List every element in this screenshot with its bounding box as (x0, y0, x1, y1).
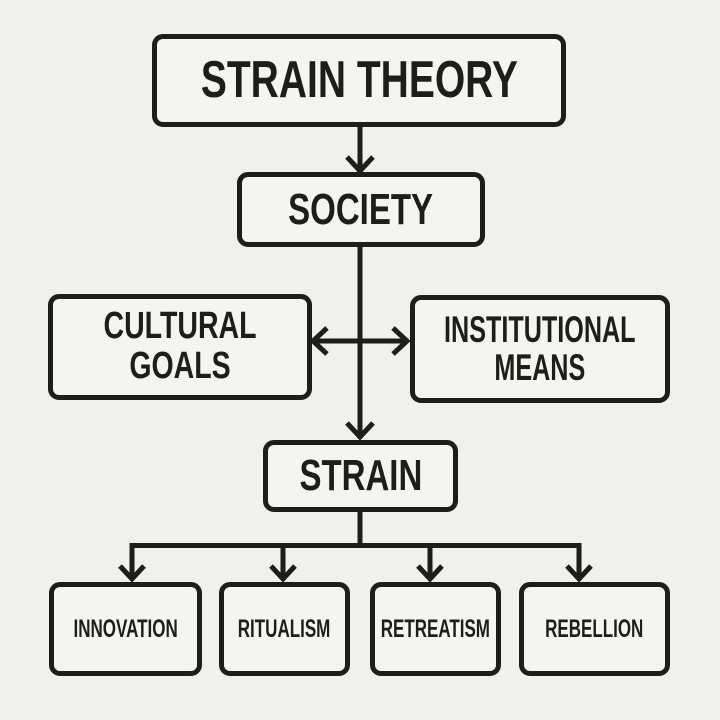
node-cultural-goals: CULTURAL GOALS (48, 294, 312, 400)
node-ritualism-label: RITUALISM (238, 615, 331, 643)
node-institutional-means: INSTITUTIONAL MEANS (410, 295, 670, 403)
node-institutional-means-line1: INSTITUTIONAL (444, 308, 636, 350)
node-innovation-label: INNOVATION (73, 615, 178, 643)
node-ritualism: RITUALISM (219, 582, 350, 676)
node-innovation: INNOVATION (49, 582, 202, 676)
node-strain-label: STRAIN (299, 451, 422, 501)
node-society-label: SOCIETY (288, 184, 434, 234)
double-arrow-icon-goals-means (309, 326, 411, 356)
node-rebellion: REBELLION (519, 582, 670, 676)
node-institutional-means-line2: MEANS (494, 347, 586, 388)
arrow-down-icon-society-to-strain (345, 245, 375, 441)
node-retreatism-label: RETREATISM (380, 615, 491, 643)
node-strain-theory: STRAIN THEORY (152, 34, 566, 127)
node-institutional-means-label: INSTITUTIONAL MEANS (444, 308, 636, 388)
node-rebellion-label: REBELLION (545, 615, 644, 643)
node-cultural-goals-label: CULTURAL GOALS (103, 307, 256, 386)
arrow-down-icon-title-to-society (345, 125, 375, 175)
node-cultural-goals-line2: GOALS (129, 345, 231, 387)
node-strain: STRAIN (263, 440, 458, 512)
node-strain-theory-label: STRAIN THEORY (200, 51, 518, 110)
node-cultural-goals-line1: CULTURAL (103, 305, 257, 348)
node-retreatism: RETREATISM (370, 582, 501, 676)
branch-connector-strain-to-adaptations (118, 510, 593, 583)
node-society: SOCIETY (237, 172, 485, 247)
